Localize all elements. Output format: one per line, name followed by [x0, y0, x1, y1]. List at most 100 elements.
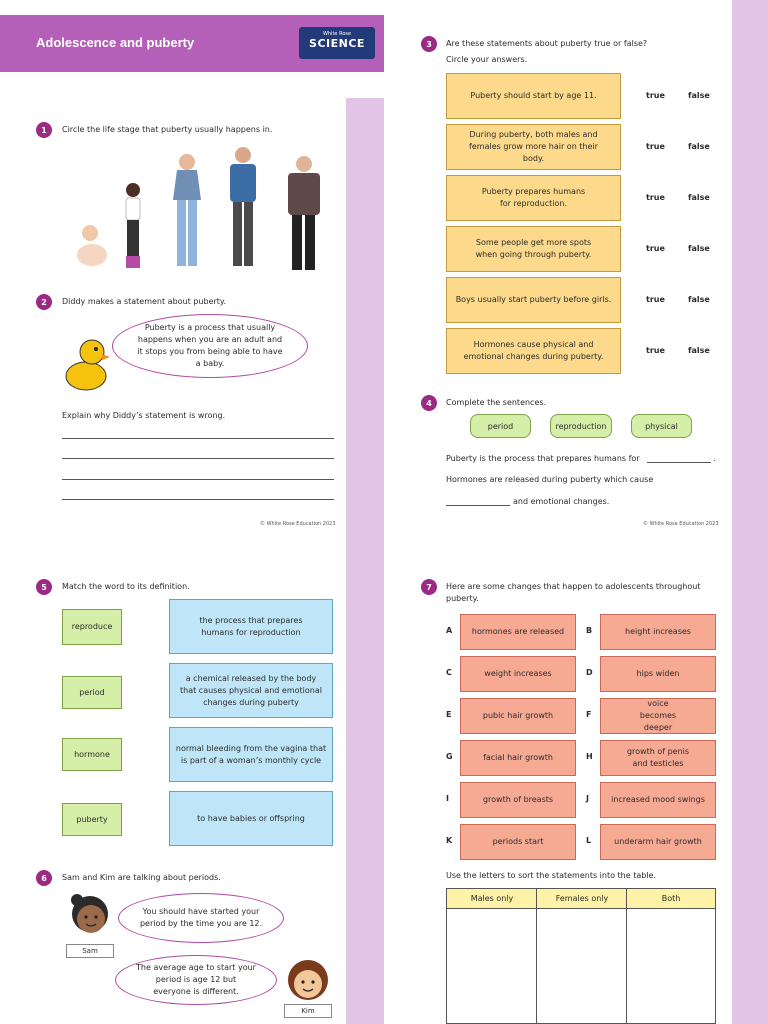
word-reproduction[interactable]: reproduction	[550, 414, 612, 438]
sort-table: Males only Females only Both	[446, 888, 716, 1024]
definition-2[interactable]: a chemical released by the body that cau…	[169, 663, 333, 718]
true-option-4[interactable]: true	[646, 244, 665, 253]
change-a: hormones are released	[460, 614, 576, 650]
copyright-right-top: © White Rose Education 2023	[643, 521, 719, 527]
change-j: increased mood swings	[600, 782, 716, 818]
word-period[interactable]: period	[470, 414, 531, 438]
kim-name-tag: Kim	[284, 1004, 332, 1018]
diddy-speech-bubble: Puberty is a process that usually happen…	[112, 314, 308, 378]
change-letter-g: G	[446, 752, 453, 761]
false-option-6[interactable]: false	[688, 346, 710, 355]
diddy-speech-text: Puberty is a process that usually happen…	[137, 323, 283, 368]
question-7-number: 7	[421, 579, 437, 595]
change-f: voice becomes deeper	[600, 698, 716, 734]
answer-line-4[interactable]	[62, 499, 334, 500]
kim-speech-text: The average age to start your period is …	[136, 963, 256, 996]
sam-name-tag: Sam	[66, 944, 114, 958]
question-6-number: 6	[36, 870, 52, 886]
logo-top-text: White Rose	[322, 31, 352, 37]
col-both-header: Both	[661, 894, 681, 903]
change-letter-f: F	[586, 710, 592, 719]
question-5-text: Match the word to its definition.	[62, 582, 190, 591]
false-option-4[interactable]: false	[688, 244, 710, 253]
question-3-text: Are these statements about puberty true …	[446, 39, 648, 48]
diddy-duck-icon	[65, 339, 110, 391]
q4-sentence-1-end: .	[713, 454, 716, 463]
question-4-number: 4	[421, 395, 437, 411]
sam-avatar-icon	[71, 894, 108, 933]
question-1-number: 1	[36, 122, 52, 138]
definition-4[interactable]: to have babies or offspring	[169, 791, 333, 846]
sam-speech-text: You should have started your period by t…	[139, 907, 263, 928]
males-only-cell[interactable]	[447, 910, 536, 1024]
change-letter-k: K	[446, 836, 453, 845]
question-7-text: Here are some changes that happen to ado…	[446, 582, 701, 603]
change-k: periods start	[460, 824, 576, 860]
statement-3: Puberty prepares humans for reproduction…	[446, 175, 621, 221]
answer-line-3[interactable]	[62, 479, 334, 480]
question-1-text: Circle the life stage that puberty usual…	[62, 125, 273, 134]
question-4-text: Complete the sentences.	[446, 398, 547, 407]
false-option-3[interactable]: false	[688, 193, 710, 202]
match-word-reproduce[interactable]: reproduce	[62, 609, 122, 645]
false-option-1[interactable]: false	[688, 91, 710, 100]
question-3-subtext: Circle your answers.	[446, 55, 528, 64]
col-males-only-header: Males only	[470, 894, 514, 903]
change-letter-d: D	[586, 668, 593, 677]
change-letter-h: H	[586, 752, 593, 761]
young-adult-figure[interactable]	[230, 147, 256, 266]
change-c: weight increases	[460, 656, 576, 692]
females-only-cell[interactable]	[537, 910, 626, 1024]
q4-blank-2[interactable]	[446, 505, 510, 506]
change-h: growth of penis and testicles	[600, 740, 716, 776]
match-word-period[interactable]: period	[62, 676, 122, 709]
page-title: Adolescence and puberty	[36, 35, 195, 50]
logo-main-text: SCIENCE	[309, 37, 365, 50]
true-option-1[interactable]: true	[646, 91, 665, 100]
kim-speech-bubble: The average age to start your period is …	[115, 955, 277, 1005]
change-d: hips widen	[600, 656, 716, 692]
baby-figure[interactable]	[77, 225, 107, 266]
change-i: growth of breasts	[460, 782, 576, 818]
older-adult-figure[interactable]	[288, 156, 320, 270]
question-6-text: Sam and Kim are talking about periods.	[62, 873, 221, 882]
right-page-side-strip	[732, 0, 768, 1024]
question-5-number: 5	[36, 579, 52, 595]
true-option-3[interactable]: true	[646, 193, 665, 202]
definition-1[interactable]: the process that prepares humans for rep…	[169, 599, 333, 654]
q4-sentence-3: and emotional changes.	[513, 497, 610, 506]
teenager-figure[interactable]	[173, 154, 201, 266]
child-figure[interactable]	[125, 183, 141, 268]
both-cell[interactable]	[627, 910, 715, 1024]
match-word-puberty[interactable]: puberty	[62, 803, 122, 836]
match-word-hormone[interactable]: hormone	[62, 738, 122, 771]
word-physical[interactable]: physical	[631, 414, 692, 438]
definition-3[interactable]: normal bleeding from the vagina that is …	[169, 727, 333, 782]
answer-line-1[interactable]	[62, 438, 334, 439]
copyright-left-top: © White Rose Education 2023	[260, 521, 336, 527]
life-stage-figures[interactable]	[60, 140, 340, 275]
true-option-2[interactable]: true	[646, 142, 665, 151]
change-letter-e: E	[446, 710, 452, 719]
true-option-5[interactable]: true	[646, 295, 665, 304]
change-letter-l: L	[586, 836, 592, 845]
question-2-number: 2	[36, 294, 52, 310]
q4-blank-1[interactable]	[647, 462, 711, 463]
true-option-6[interactable]: true	[646, 346, 665, 355]
false-option-5[interactable]: false	[688, 295, 710, 304]
statement-6: Hormones cause physical and emotional ch…	[446, 328, 621, 374]
q4-sentence-1: Puberty is the process that prepares hum…	[446, 454, 640, 463]
statement-2: During puberty, both males and females g…	[446, 124, 621, 170]
kim-avatar-icon	[288, 960, 328, 1000]
col-divider-2	[626, 889, 627, 1024]
sort-table-header	[447, 889, 715, 909]
statement-4: Some people get more spots when going th…	[446, 226, 621, 272]
answer-line-2[interactable]	[62, 458, 334, 459]
false-option-2[interactable]: false	[688, 142, 710, 151]
change-letter-a: A	[446, 626, 453, 635]
change-letter-c: C	[446, 668, 452, 677]
white-rose-science-logo: White Rose SCIENCE	[299, 27, 375, 59]
sam-speech-bubble: You should have started your period by t…	[118, 893, 284, 943]
change-letter-b: B	[586, 626, 593, 635]
change-b: height increases	[600, 614, 716, 650]
